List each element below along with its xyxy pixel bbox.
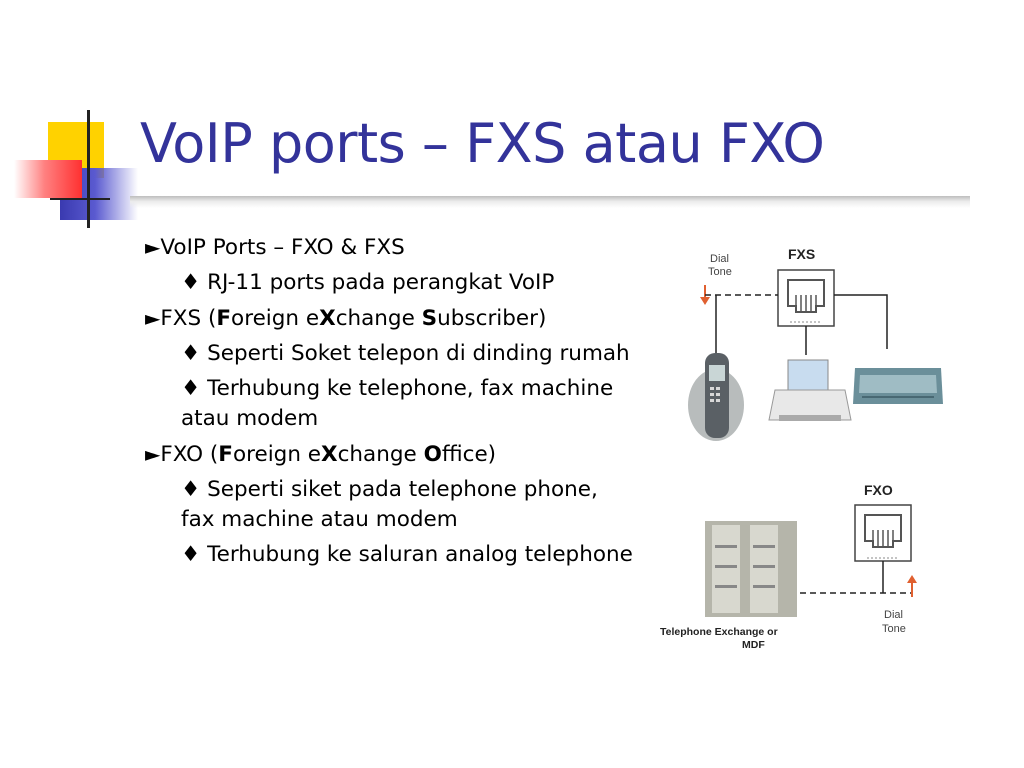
diamond-bullet-icon: ♦ [181, 477, 201, 502]
modem-icon [853, 368, 943, 404]
cordless-phone-icon [688, 353, 744, 441]
diamond-bullet-icon: ♦ [181, 542, 201, 567]
dial-tone-arrow-icon [907, 575, 917, 597]
exchange-caption-line2: MDF [742, 639, 765, 651]
fxo-label: FXO [864, 482, 893, 498]
bullet-list: ►VoIP Ports – FXO & FXS ♦ RJ-11 ports pa… [145, 232, 635, 575]
bullet-fxs: ►FXS (Foreign eXchange Subscriber) [145, 306, 547, 331]
slide-title: VoIP ports – FXS atau FXO [140, 112, 825, 175]
arrow-bullet-icon: ► [145, 306, 161, 330]
diamond-bullet-icon: ♦ [181, 376, 201, 401]
dial-tone-bottom-line2: Tone [882, 623, 906, 635]
title-divider [130, 196, 970, 208]
logo-red-square [14, 160, 82, 198]
bullet-rj11: ♦ RJ-11 ports pada perangkat VoIP [181, 270, 555, 295]
dial-tone-top-line1: Dial [710, 253, 729, 265]
fxs-label: FXS [788, 246, 815, 262]
bullet-fxo-socket: ♦ Seperti siket pada telephone phone, fa… [181, 477, 598, 532]
telephone-exchange-icon [705, 521, 797, 617]
exchange-caption-line1: Telephone Exchange or [660, 626, 778, 638]
bullet-fxo-connects: ♦ Terhubung ke saluran analog telephone [181, 542, 633, 567]
fax-machine-icon [768, 359, 852, 421]
arrow-bullet-icon: ► [145, 442, 161, 466]
slide-corner-logo [0, 100, 145, 235]
logo-horizontal-line [50, 198, 110, 200]
bullet-fxs-socket: ♦ Seperti Soket telepon di dinding rumah [181, 341, 630, 366]
fxs-fxo-diagram: FXS Dial Tone [650, 225, 950, 655]
logo-vertical-line [87, 110, 90, 228]
dial-tone-bottom-line1: Dial [884, 609, 903, 621]
dial-tone-top-line2: Tone [708, 266, 732, 278]
rj11-jack-icon [777, 269, 835, 327]
rj11-jack-icon [854, 504, 912, 562]
arrow-bullet-icon: ► [145, 235, 161, 259]
bullet-fxs-connects: ♦ Terhubung ke telephone, fax machine at… [181, 376, 614, 431]
diamond-bullet-icon: ♦ [181, 270, 201, 295]
diamond-bullet-icon: ♦ [181, 341, 201, 366]
dial-tone-arrow-icon [700, 285, 710, 305]
bullet-voip-ports: ►VoIP Ports – FXO & FXS [145, 235, 405, 260]
bullet-fxo: ►FXO (Foreign eXchange Office) [145, 442, 497, 467]
